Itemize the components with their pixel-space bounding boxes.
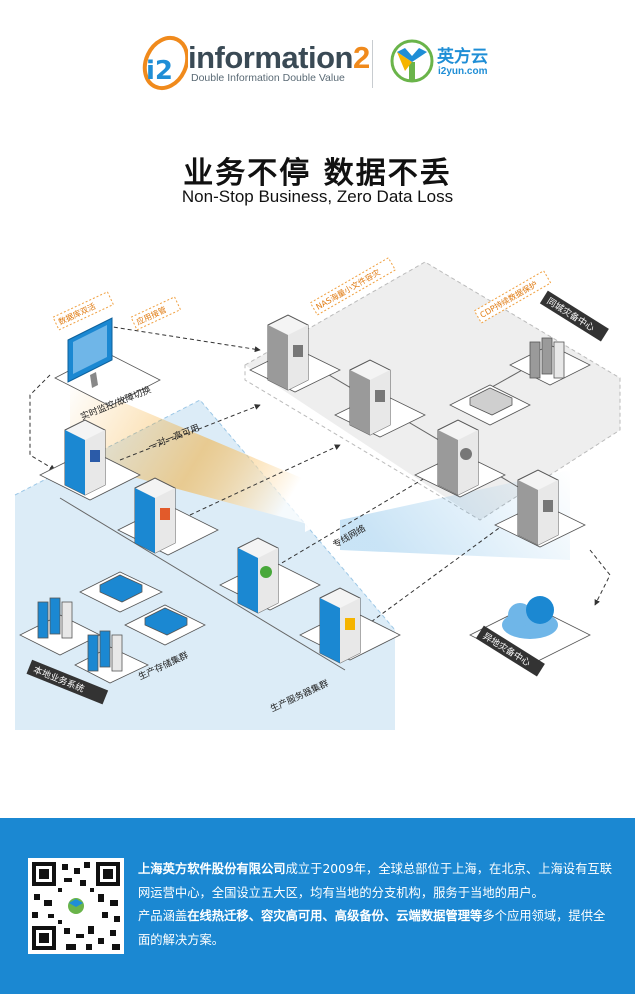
qr-code-icon (28, 858, 124, 954)
storage-icons (99, 387, 513, 636)
company-name: 上海英方软件股份有限公司 (138, 862, 286, 876)
brand-name-main: information (188, 40, 354, 75)
monitor-icon (67, 317, 113, 388)
server-dr-1 (267, 314, 309, 391)
company-intro-2a: 产品涵盖 (138, 909, 188, 923)
server-icons (64, 314, 559, 664)
page-title: 业务不停 数据不丢 (183, 156, 452, 191)
brand-name: information2 (188, 40, 370, 76)
cloud-icon (502, 596, 558, 639)
logo-divider (372, 40, 373, 88)
server-dr-4 (517, 469, 559, 546)
server-local-app (319, 587, 361, 664)
storage-box-2 (144, 607, 188, 636)
server-local-file (134, 477, 176, 554)
rack-icons (37, 337, 565, 672)
dr-zone (245, 262, 620, 520)
i2-logo-icon: i2 (142, 35, 188, 91)
server-local-db (64, 419, 106, 496)
company-intro-1: 成立于2009年，全球总部位于上海，在北京、上海设有互联网运营中心，全国设立五大… (138, 862, 612, 900)
local-zone-border (14, 399, 396, 631)
label-sync-center: 同城灾备中心 (545, 295, 597, 334)
brand-name-suffix: 2 (353, 40, 370, 75)
company-intro: 上海英方软件股份有限公司成立于2009年，全球总部位于上海，在北京、上海设有互联… (138, 858, 612, 952)
replication-beam-right (340, 470, 570, 560)
storage-box-dr (469, 387, 513, 416)
rack-local-2 (87, 630, 123, 672)
replication-arrow (305, 500, 338, 532)
architecture-diagram: 数据库双活 应用接管 NAS海量小文件容灾 CDP持续数据保护 实时监控/故障切… (14, 257, 621, 730)
server-dr-2 (349, 359, 391, 436)
tag-app-takeover: 应用接管 (135, 304, 168, 327)
links (29, 324, 611, 631)
i2-mark-text: i2 (146, 56, 173, 86)
storage-box-1 (99, 574, 143, 603)
header: i2 information2 Double Information Doubl… (0, 30, 635, 100)
server-dr-3 (437, 419, 479, 496)
footer: 上海英方软件股份有限公司成立于2009年，全球总部位于上海，在北京、上海设有互联… (0, 818, 635, 994)
company-intro-2b: 在线热迁移、容灾高可用、高级备份、云端数据管理等 (187, 909, 483, 923)
partner-url: i2yun.com (438, 66, 488, 77)
dr-zone-border (244, 261, 621, 521)
yingfangyun-logo-icon (390, 39, 434, 83)
replication-beam (70, 380, 330, 530)
page-subtitle: Non-Stop Business, Zero Data Loss (181, 187, 454, 206)
company-intro-2c: 多个应用领域，提供全面的解决方案。 (138, 909, 606, 947)
server-local-web (237, 537, 279, 614)
rack-dr (529, 337, 565, 379)
brand-tagline: Double Information Double Value (191, 72, 345, 84)
rack-local-1 (37, 597, 73, 639)
partner-name: 英方云 (437, 47, 488, 67)
